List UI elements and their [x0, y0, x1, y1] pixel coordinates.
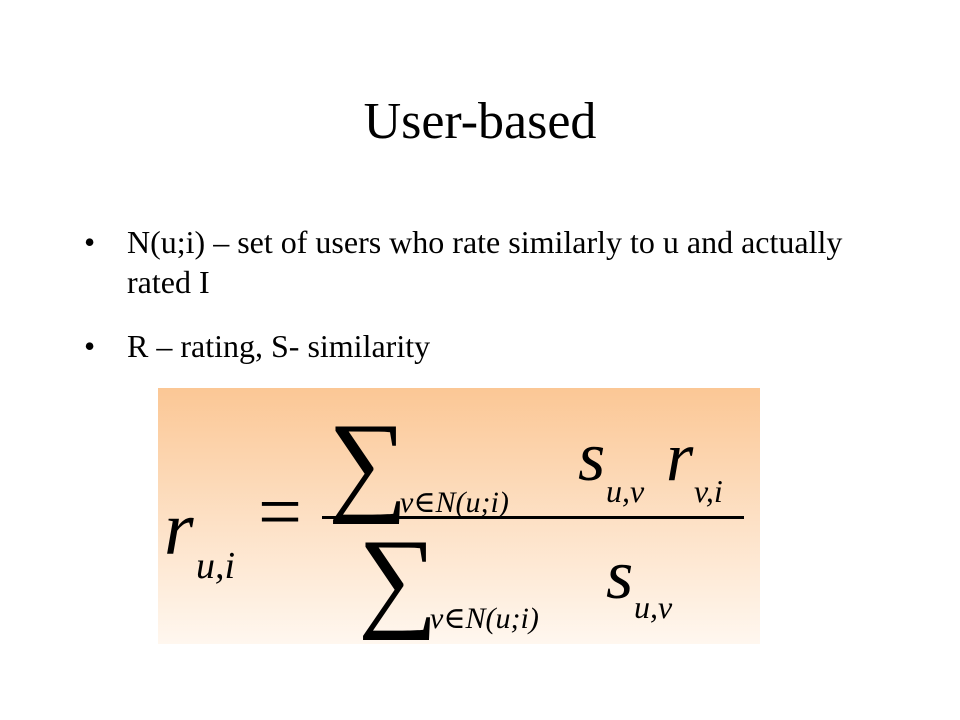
numerator-r-subscript: v,i	[694, 473, 723, 509]
numerator-sum-index: v∈N(u;i)	[400, 486, 509, 519]
slide-title: User-based	[363, 93, 597, 150]
equals-sign: =	[258, 468, 302, 555]
fraction-bar	[322, 516, 744, 519]
numerator-s-subscript: u,v	[606, 473, 645, 509]
bullet-item-definitions: • R – rating, S- similarity	[84, 326, 884, 366]
denominator-sum-index: v∈N(u;i)	[430, 602, 539, 635]
formula-box: r u,i = ∑ v∈N(u;i) s u,v r v,i ∑ v∈N(u;i…	[158, 388, 760, 644]
denominator-s-symbol: s	[606, 537, 633, 614]
denominator-s-subscript: u,v	[634, 589, 673, 625]
bullet-list: • N(u;i) – set of users who rate similar…	[84, 222, 884, 390]
numerator-r-symbol: r	[666, 419, 694, 496]
numerator-sum-symbol: ∑	[328, 401, 408, 525]
formula-svg: r u,i = ∑ v∈N(u;i) s u,v r v,i ∑ v∈N(u;i…	[164, 401, 744, 641]
bullet-text: R – rating, S- similarity	[127, 328, 431, 364]
numerator-s-symbol: s	[578, 419, 605, 496]
lhs-symbol: r	[164, 487, 194, 571]
lhs-subscript: u,i	[196, 545, 235, 587]
bullet-text: N(u;i) – set of users who rate similarly…	[127, 224, 843, 300]
bullet-icon: •	[84, 224, 96, 260]
denominator-sum-symbol: ∑	[358, 517, 438, 641]
bullet-item-neighbors: • N(u;i) – set of users who rate similar…	[84, 222, 884, 302]
bullet-icon: •	[84, 328, 96, 364]
